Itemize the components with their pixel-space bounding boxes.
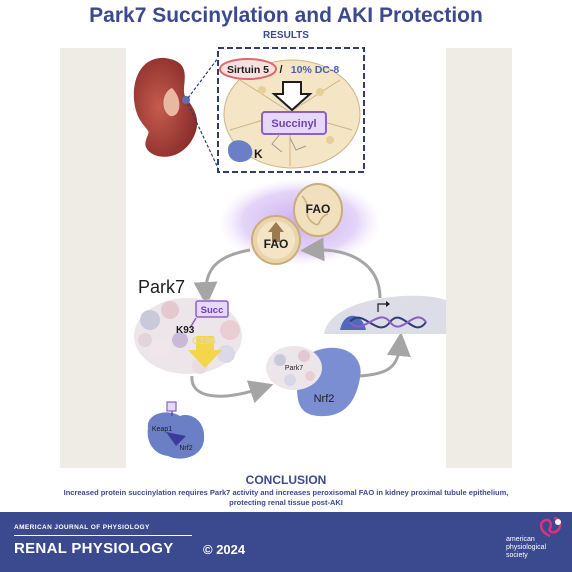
nrf2-small-label: Nrf2 — [179, 445, 192, 452]
arrow-park7-to-complex — [190, 375, 274, 404]
zoom-line-top — [187, 57, 219, 99]
succ-tag-label: Succ — [201, 305, 224, 316]
succinyl-label: Succinyl — [271, 118, 316, 130]
fao-up-arrow-icon — [268, 222, 284, 242]
figure-title: Park7 Succinylation and AKI Protection — [89, 4, 483, 27]
zoom-line-bottom — [187, 103, 219, 169]
arrow-fao-to-park7 — [193, 248, 251, 306]
footer-divider — [14, 535, 192, 536]
fao-mito-label: FAO — [306, 202, 331, 216]
society-name: american physiological society — [506, 536, 566, 560]
label-separator: / — [279, 64, 282, 76]
journal-name: RENAL PHYSIOLOGY — [14, 540, 174, 557]
society-logo-icon — [539, 516, 562, 538]
park7-complex-label: Park7 — [285, 365, 303, 372]
left-side-panel — [60, 48, 126, 468]
sirtuin5-highlight — [219, 58, 277, 80]
nrf2-complex-label: Nrf2 — [314, 393, 335, 405]
copyright-label: © 2024 — [203, 542, 246, 557]
right-side-panel — [446, 48, 512, 468]
journal-series-label: AMERICAN JOURNAL OF PHYSIOLOGY — [14, 524, 150, 531]
society-line-1: american — [506, 536, 535, 543]
arrow-dna-to-fao — [300, 237, 382, 299]
succ-tag-link — [189, 317, 197, 329]
society-line-2: physiological — [506, 544, 547, 551]
journal-footer — [0, 512, 572, 572]
fao-main-label: FAO — [264, 237, 289, 251]
conclusion-text: Increased protein succinylation requires… — [63, 488, 509, 507]
succ-tag-box — [195, 300, 229, 318]
c106-label: C106 — [192, 336, 216, 347]
kidney-illustration — [133, 57, 198, 157]
lysine-label: K — [254, 147, 263, 161]
sirtuin5-label: Sirtuin 5 — [227, 64, 269, 76]
dc8-label: 10% DC-8 — [291, 64, 340, 76]
arrow-complex-to-dna — [359, 332, 411, 378]
results-heading: RESULTS — [263, 30, 309, 41]
inhibition-arrow-icon — [271, 81, 313, 112]
mitochondrion-icon — [293, 183, 343, 237]
keap1-label: Keap1 — [152, 426, 172, 433]
keap1-nrf2-complex — [147, 401, 205, 459]
nucleus-dna-icon — [324, 295, 446, 334]
conclusion-heading: CONCLUSION — [245, 473, 327, 487]
society-line-3: society — [506, 552, 528, 559]
succinyl-box — [261, 111, 327, 135]
k93-label: K93 — [176, 325, 195, 336]
succinyl-structure-icon — [271, 133, 307, 153]
c106-down-arrow-icon — [188, 336, 222, 368]
park7-title-label: Park7 — [138, 277, 185, 297]
park7-nrf2-complex — [266, 346, 361, 417]
